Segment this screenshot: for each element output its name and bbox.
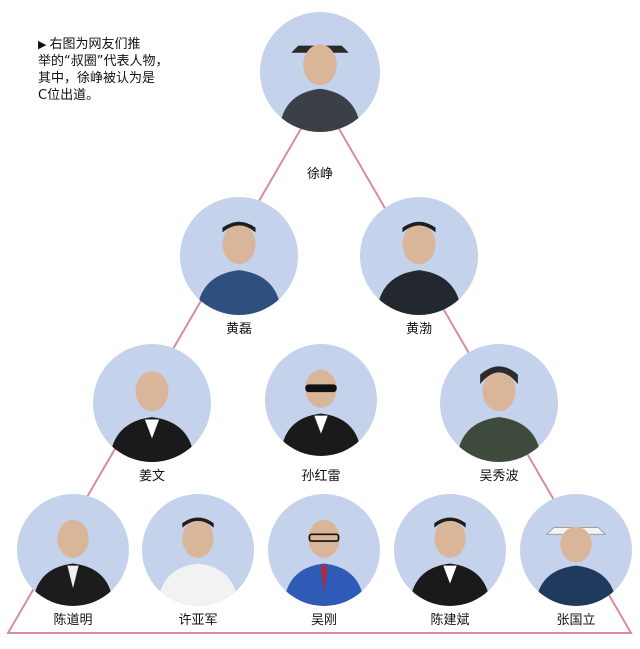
person-name: 吴秀波 (479, 469, 519, 484)
person-name: 许亚军 (178, 613, 218, 628)
portrait-zhang-guoli (520, 494, 632, 606)
person-silhouette-icon (280, 369, 362, 456)
caption-text: ▶右图为网友们推 举的“叔圈”代表人物， 其中，徐峥被认为是 C位出道。 (38, 37, 169, 103)
portrait-chen-daoming (17, 494, 129, 606)
person-name: 吴刚 (310, 613, 337, 628)
person-name: 孙红雷 (301, 469, 341, 484)
person-name: 陈建斌 (430, 613, 470, 628)
person-name: 徐峥 (306, 167, 333, 182)
portrait-chen-jianbin (394, 494, 506, 606)
person-silhouette-icon (456, 366, 542, 462)
person-silhouette-icon (109, 371, 195, 462)
triangle-right-icon: ▶ (38, 38, 47, 51)
person-silhouette-icon (535, 526, 617, 606)
portrait-sun-honglei (265, 344, 377, 456)
person-silhouette-icon (279, 44, 361, 132)
portrait-huang-lei (180, 197, 298, 315)
person-silhouette-icon (283, 519, 365, 606)
portrait-jiang-wen (93, 344, 211, 462)
person-name: 陈道明 (53, 613, 93, 628)
person-silhouette-icon (376, 221, 462, 315)
person-silhouette-icon (32, 519, 114, 606)
portrait-xu-zheng (260, 12, 380, 132)
person-name: 黄渤 (405, 322, 432, 337)
person-silhouette-icon (157, 517, 239, 606)
portrait-huang-bo (360, 197, 478, 315)
portrait-wu-gang (268, 494, 380, 606)
person-name: 张国立 (556, 613, 596, 628)
person-name: 黄磊 (225, 322, 252, 337)
person-silhouette-icon (196, 221, 282, 315)
portrait-xu-yajun (142, 494, 254, 606)
portrait-wu-xiubo (440, 344, 558, 462)
person-silhouette-icon (409, 517, 491, 606)
person-name: 姜文 (138, 469, 165, 484)
